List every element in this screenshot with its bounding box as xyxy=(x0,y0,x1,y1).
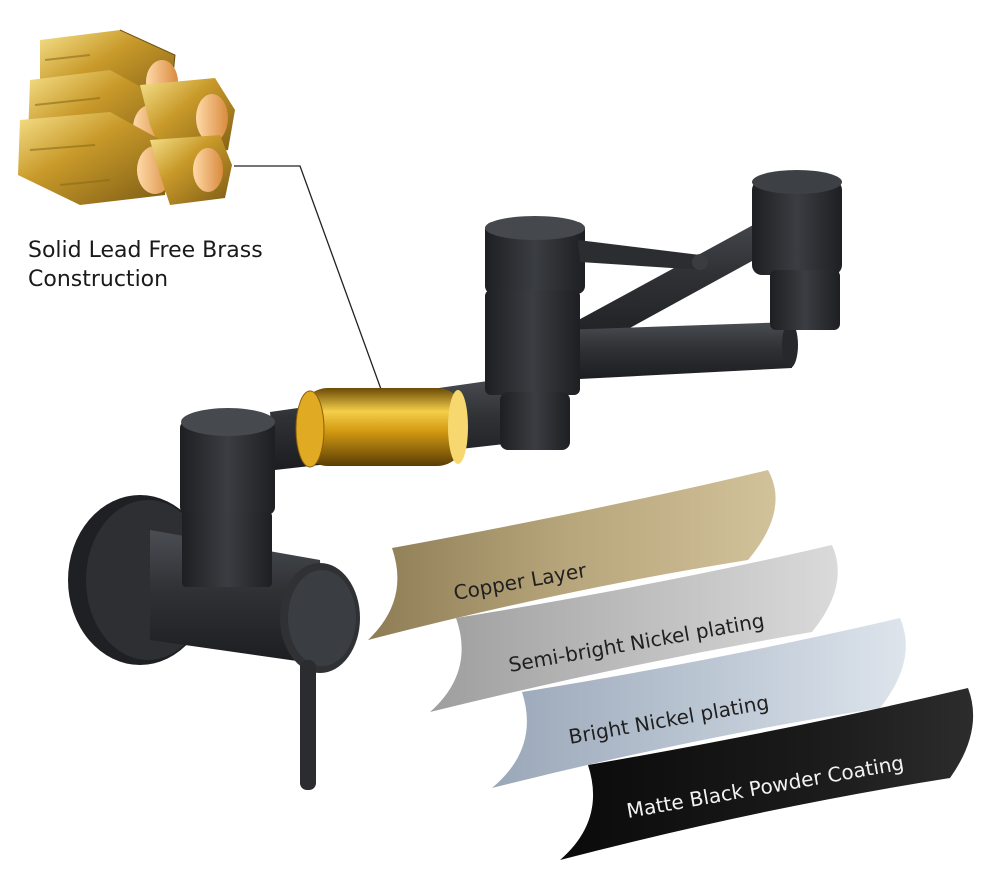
brass-ingots-image xyxy=(18,29,235,205)
callout-leader-line xyxy=(234,165,391,415)
callout-line-1: Solid Lead Free Brass xyxy=(28,238,263,263)
brass-construction-callout: Solid Lead Free Brass Construction xyxy=(28,236,263,294)
faucet-image xyxy=(68,170,842,790)
callout-line-2: Construction xyxy=(28,267,169,292)
